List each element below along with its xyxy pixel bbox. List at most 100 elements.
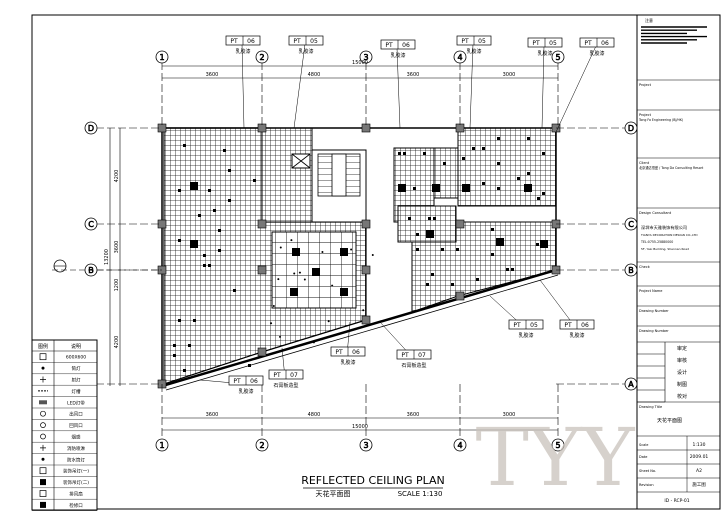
dimension-total: 15000 — [352, 424, 368, 430]
finish-note: 乳胶漆 — [238, 388, 253, 395]
structural-column — [257, 347, 267, 357]
light-fixture — [223, 149, 226, 152]
light-fixture — [482, 182, 485, 185]
downlight — [432, 184, 440, 192]
light-fixture — [178, 189, 181, 192]
grid-bubble-1: 1 — [155, 438, 169, 452]
legend-label: LED灯带 — [67, 399, 85, 406]
light-fixture — [203, 264, 206, 267]
dimension-text: 3600 — [206, 72, 219, 78]
scale-label: Scale — [639, 443, 648, 447]
project-name-label: Project Name — [639, 289, 662, 293]
light-fixture — [188, 344, 191, 347]
drawing-code: ID - RCP-01 — [664, 498, 689, 504]
grid-label: 1 — [159, 53, 164, 62]
light-fixture — [476, 278, 479, 281]
dimension-text: 3600 — [206, 412, 219, 418]
legend-label: 600X600 — [66, 355, 86, 361]
light-fixture — [403, 152, 406, 155]
finish-number: 05 — [530, 322, 538, 329]
grid-bubble-5: 5 — [551, 438, 565, 452]
legend-symbol — [40, 501, 46, 508]
grid-bubble-2: 2 — [255, 438, 269, 452]
light-fixture — [491, 228, 494, 231]
light-fixture — [208, 264, 211, 267]
finish-note: 石膏板造型 — [401, 362, 426, 369]
grid-label: A — [628, 380, 634, 389]
finish-number: 05 — [310, 38, 318, 45]
dimension-total: 15000 — [352, 60, 368, 66]
legend-header: 说明 — [71, 343, 81, 350]
drawing-title-cn: 天花平面图 — [316, 489, 351, 498]
downlight — [524, 184, 532, 192]
watermark: TYY — [476, 411, 636, 504]
light-fixture — [497, 187, 500, 190]
finish-code: PT — [273, 372, 281, 379]
light-fixture — [537, 197, 540, 200]
structural-column — [257, 219, 267, 229]
grid-label: 2 — [259, 441, 264, 450]
finish-code: PT — [401, 352, 409, 359]
drawing-number-label: Drawing Number — [639, 309, 669, 313]
light-fixture — [542, 192, 545, 195]
light-fixture — [472, 147, 475, 150]
structural-column — [455, 291, 465, 301]
grid-label: 5 — [555, 441, 560, 450]
grid-label: 1 — [159, 441, 164, 450]
legend-symbol — [40, 444, 46, 451]
light-fixture — [416, 248, 419, 251]
light-fixture — [203, 254, 206, 257]
light-fixture — [462, 157, 465, 160]
finish-note: 乳胶漆 — [298, 48, 313, 55]
light-fixture — [527, 172, 530, 175]
project-label: Project — [639, 113, 652, 117]
grid-label: C — [88, 220, 94, 229]
grid-label: 4 — [457, 53, 462, 62]
drawing-title-value: 天花平面图 — [657, 417, 682, 424]
grid-bubble-A: A — [624, 377, 638, 391]
grid-ceiling-east — [457, 127, 557, 207]
light-fixture — [423, 152, 426, 155]
structural-column — [361, 315, 371, 325]
structural-column — [361, 219, 371, 229]
dimension-total: 13200 — [104, 249, 110, 265]
finish-number: 06 — [247, 38, 255, 45]
finish-note: 乳胶漆 — [518, 332, 533, 339]
structural-column — [257, 265, 267, 275]
grid-label: 5 — [555, 53, 560, 62]
downlight — [190, 182, 198, 190]
light-fixture — [173, 354, 176, 357]
grid-label: D — [628, 124, 634, 133]
light-fixture — [451, 283, 454, 286]
project-label: Project — [639, 83, 652, 87]
downlight — [292, 248, 300, 256]
finish-code: PT — [385, 42, 393, 49]
drawing-number-label: Drawing Number — [639, 329, 669, 333]
sheet-label: Sheet No. — [639, 469, 656, 473]
legend-label: 出风口 — [69, 411, 83, 418]
downlight — [398, 184, 406, 192]
light-fixture — [183, 369, 186, 372]
finish-code: PT — [513, 322, 521, 329]
notes-title: 注意 — [645, 17, 653, 23]
light-fixture — [482, 147, 485, 150]
legend-label: 烟感 — [72, 434, 81, 441]
design-address: 5F, YaLi Building, Shennan Road — [641, 247, 689, 251]
grid-label: 3 — [363, 441, 368, 450]
finish-code: PT — [230, 38, 238, 45]
downlight — [340, 288, 348, 296]
dimension-text: 1200 — [114, 279, 120, 292]
legend-label: 筒灯 — [72, 365, 81, 372]
dimension-text: 3600 — [407, 412, 420, 418]
light-fixture — [506, 268, 509, 271]
signoff-label: 审定 — [677, 345, 687, 352]
grid-label: D — [88, 124, 94, 133]
finish-note: 石膏板造型 — [273, 382, 298, 389]
light-fixture — [413, 187, 416, 190]
